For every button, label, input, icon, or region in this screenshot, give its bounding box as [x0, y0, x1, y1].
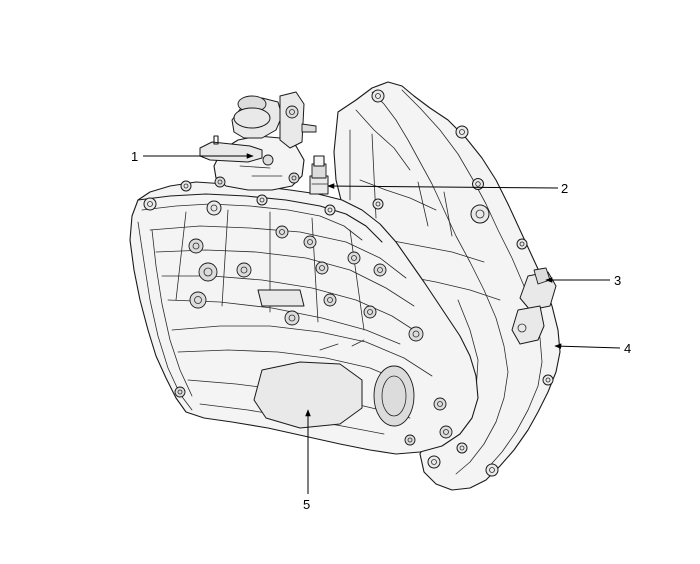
- callout-labels: 1 2 3 4 5: [131, 149, 631, 512]
- callout-3: 3: [614, 273, 621, 288]
- transaxle-case: [129, 180, 479, 455]
- callout-1: 1: [131, 149, 138, 164]
- case-bolt: [188, 225, 424, 342]
- callout-2: 2: [561, 181, 568, 196]
- callout-5: 5: [303, 497, 310, 512]
- leader-4: [554, 343, 621, 349]
- callout-leaders: [143, 153, 621, 494]
- backup-lamp-switch: [309, 155, 329, 195]
- leader-2: [327, 183, 559, 189]
- shift-lever-assembly: [199, 91, 317, 191]
- clutch-housing: [333, 81, 561, 491]
- callout-4: 4: [624, 341, 631, 356]
